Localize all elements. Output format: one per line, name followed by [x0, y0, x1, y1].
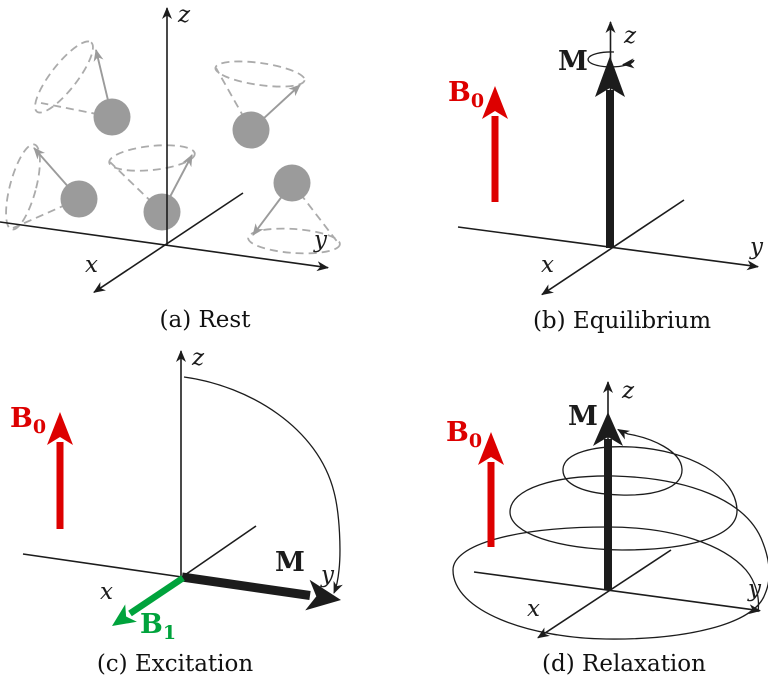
spin-3 — [108, 144, 196, 231]
y-axis-label: y — [313, 227, 328, 253]
b0-vector-arrowhead — [47, 412, 73, 445]
z-axis-label: z — [621, 378, 635, 404]
b1-label-base: B — [140, 609, 163, 640]
x-axis — [93, 192, 244, 293]
x-axis-label: x — [541, 252, 554, 278]
b1-label: B1 — [140, 609, 176, 644]
precession-cone-ellipse — [34, 40, 94, 114]
coordinate-axes — [0, 7, 329, 293]
precession-cone-ellipse — [108, 144, 196, 172]
precession-rotation-arrow — [587, 51, 635, 69]
b0-label-subscript: 0 — [471, 90, 484, 112]
x-axis — [537, 549, 672, 639]
nucleus-sphere — [60, 180, 98, 218]
m-vector — [595, 56, 625, 248]
precession-cone-ellipse — [5, 143, 41, 231]
z-axis-label: z — [623, 23, 637, 49]
m-vector-arrowhead — [305, 579, 341, 611]
b0-vector — [47, 412, 73, 529]
x-axis-back-segment — [181, 525, 257, 578]
coordinate-axes — [473, 381, 761, 639]
caption-c: (c) Excitation — [97, 651, 254, 677]
b0-label: B0 — [446, 417, 482, 452]
m-vector — [181, 572, 341, 611]
b0-label: B0 — [448, 77, 484, 112]
precession-cone-ellipse — [214, 60, 306, 88]
caption-d: (d) Relaxation — [542, 651, 706, 677]
z-axis-label: z — [177, 2, 191, 28]
m-vector — [593, 412, 623, 590]
panel-a-rest: z y x (a) Rest — [0, 2, 341, 333]
y-axis-label: y — [749, 234, 764, 260]
b0-vector — [482, 86, 508, 202]
panel-d-relaxation: M B0 z y x (d) Relaxation — [446, 378, 768, 677]
b0-label: B0 — [10, 403, 46, 438]
coordinate-axes — [22, 350, 257, 578]
b1-vector-shaft — [128, 575, 185, 617]
b0-label-subscript: 0 — [33, 416, 46, 438]
b0-vector-arrowhead — [482, 86, 508, 119]
m-label: M — [558, 46, 588, 77]
nucleus-sphere — [93, 98, 131, 136]
m-label: M — [568, 401, 598, 432]
nucleus-sphere — [143, 193, 181, 231]
caption-a: (a) Rest — [160, 307, 252, 333]
relaxation-spiral-trajectory — [452, 428, 768, 640]
z-axis-label: z — [191, 345, 205, 371]
y-axis-label: y — [747, 576, 762, 602]
nucleus-sphere — [273, 164, 311, 202]
b0-label-base: B — [448, 77, 471, 108]
b0-label-subscript: 0 — [469, 430, 482, 452]
x-axis-label: x — [527, 596, 540, 622]
spin-1 — [34, 40, 131, 136]
m-vector-arrowhead — [593, 412, 623, 446]
m-label: M — [275, 547, 305, 578]
b1-vector-arrowhead — [112, 604, 137, 626]
y-axis-label: y — [320, 562, 335, 588]
spin-2 — [5, 143, 98, 231]
b0-label-base: B — [10, 403, 33, 434]
spin-5 — [247, 164, 341, 255]
m-vector-shaft — [181, 572, 311, 600]
b0-label-base: B — [446, 417, 469, 448]
caption-b: (b) Equilibrium — [533, 308, 711, 334]
y-axis — [473, 571, 761, 615]
panel-b-equilibrium: M B0 z y x (b) Equilibrium — [448, 21, 764, 334]
b1-label-subscript: 1 — [163, 622, 176, 644]
nucleus-sphere — [232, 111, 270, 149]
b1-vector — [112, 575, 185, 626]
precession-cone-side — [215, 67, 252, 131]
x-axis-label: x — [85, 252, 98, 278]
panel-c-excitation: M B0 B1 z y x (c) Excitation — [10, 345, 343, 677]
spin-ensemble — [5, 40, 341, 255]
m-vector-arrowhead — [595, 56, 625, 97]
precession-cone-ellipse — [247, 227, 341, 255]
x-axis-label: x — [100, 579, 113, 605]
b0-vector-arrowhead — [478, 432, 504, 465]
b0-vector — [478, 432, 504, 547]
spin-4 — [214, 60, 306, 149]
y-axis-negative-segment — [22, 553, 183, 578]
flip-trajectory-arc — [183, 376, 343, 594]
